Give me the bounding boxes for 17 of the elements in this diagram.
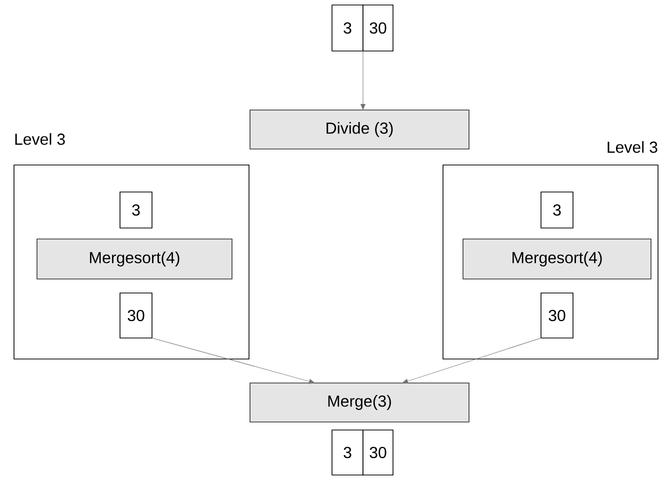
arrow bbox=[402, 338, 542, 384]
node-label: Level 3 bbox=[608, 141, 658, 153]
arrow bbox=[152, 338, 315, 384]
array-cell: 30 bbox=[120, 292, 152, 338]
process-box: Mergesort(4) bbox=[462, 238, 652, 280]
arrow bbox=[360, 50, 366, 110]
array-cell: 3 bbox=[332, 4, 364, 52]
array-cell: 3 bbox=[332, 430, 364, 476]
array-cell: 3 bbox=[120, 192, 152, 228]
array-cell: 3 bbox=[540, 192, 574, 228]
array-cell: 30 bbox=[540, 292, 574, 338]
process-box: Divide (3) bbox=[250, 110, 470, 150]
process-box: Merge(3) bbox=[250, 382, 470, 422]
array-cell: 30 bbox=[362, 4, 394, 52]
array-cell: 30 bbox=[362, 430, 394, 476]
node-label: Level 3 bbox=[15, 133, 65, 145]
process-box: Mergesort(4) bbox=[36, 238, 232, 280]
